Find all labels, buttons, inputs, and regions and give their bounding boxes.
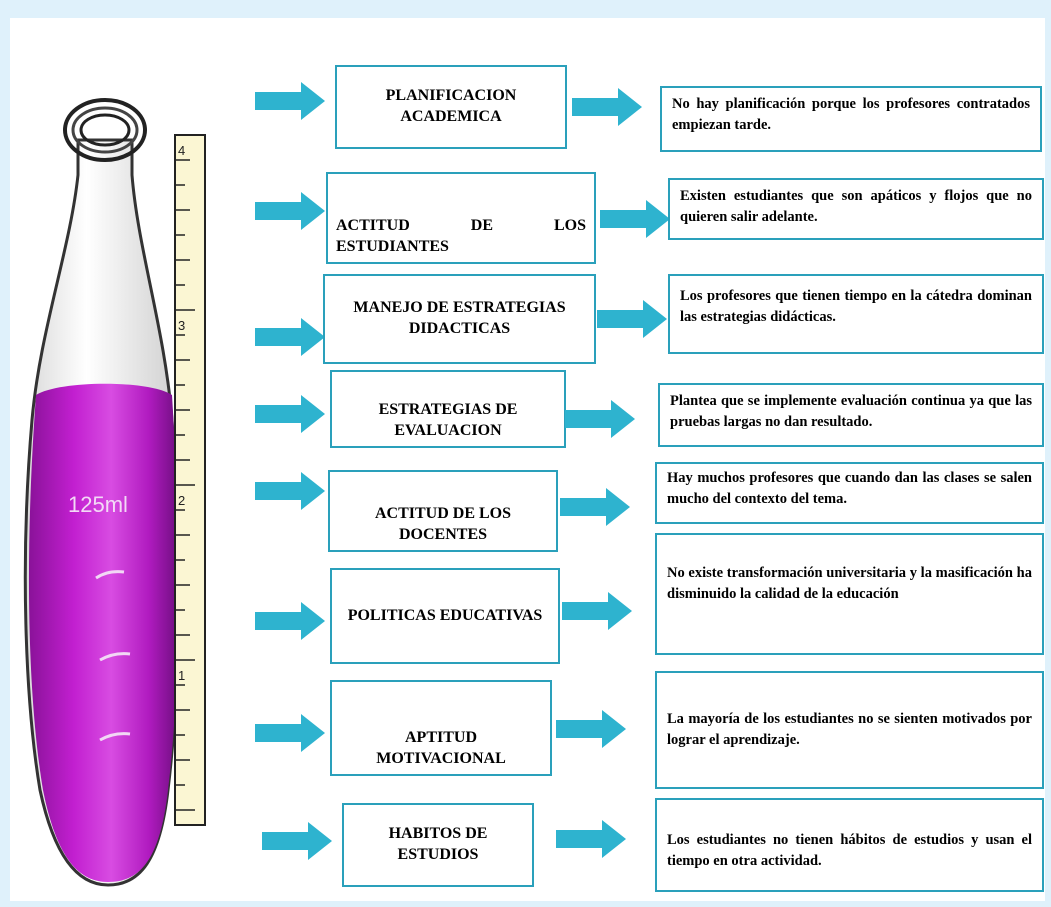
description-box: La mayoría de los estudiantes no se sien…: [655, 671, 1044, 789]
arrow-icon: [255, 472, 325, 510]
category-box: PLANIFICACION ACADEMICA: [335, 65, 567, 149]
description-box: No existe transformación universitaria y…: [655, 533, 1044, 655]
category-box: ESTRATEGIAS DE EVALUACION: [330, 370, 566, 448]
ruler-number: 3: [178, 318, 185, 333]
arrow-icon: [562, 592, 632, 630]
arrow-icon: [572, 88, 642, 126]
ruler: [174, 134, 206, 826]
category-box: ACTITUD DE LOS DOCENTES: [328, 470, 558, 552]
arrow-icon: [597, 300, 667, 338]
category-box: MANEJO DE ESTRATEGIAS DIDACTICAS: [323, 274, 596, 364]
description-box: Los profesores que tienen tiempo en la c…: [668, 274, 1044, 354]
ruler-number: 4: [178, 143, 185, 158]
ruler-number: 1: [178, 668, 185, 683]
category-box: HABITOS DE ESTUDIOS: [342, 803, 534, 887]
category-box: POLITICAS EDUCATIVAS: [330, 568, 560, 664]
arrow-icon: [556, 820, 626, 858]
arrow-icon: [255, 714, 325, 752]
arrow-icon: [262, 822, 332, 860]
arrow-icon: [560, 488, 630, 526]
arrow-icon: [565, 400, 635, 438]
flask-volume-label: 125ml: [68, 492, 128, 517]
description-box: Existen estudiantes que son apáticos y f…: [668, 178, 1044, 240]
flask-liquid: [28, 383, 179, 882]
arrow-icon: [255, 602, 325, 640]
description-box: Plantea que se implemente evaluación con…: [658, 383, 1044, 447]
category-box: APTITUD MOTIVACIONAL: [330, 680, 552, 776]
arrow-icon: [255, 192, 325, 230]
ruler-number: 2: [178, 493, 185, 508]
arrow-icon: [600, 200, 670, 238]
flask-illustration: 125ml 4 3 2 1: [23, 98, 206, 887]
description-box: No hay planificación porque los profesor…: [660, 86, 1042, 152]
arrow-icon: [255, 395, 325, 433]
description-box: Los estudiantes no tienen hábitos de est…: [655, 798, 1044, 892]
arrow-icon: [556, 710, 626, 748]
description-box: Hay muchos profesores que cuando dan las…: [655, 462, 1044, 524]
arrow-icon: [255, 82, 325, 120]
arrow-icon: [255, 318, 325, 356]
category-box: ACTITUD DE LOS ESTUDIANTES: [326, 172, 596, 264]
